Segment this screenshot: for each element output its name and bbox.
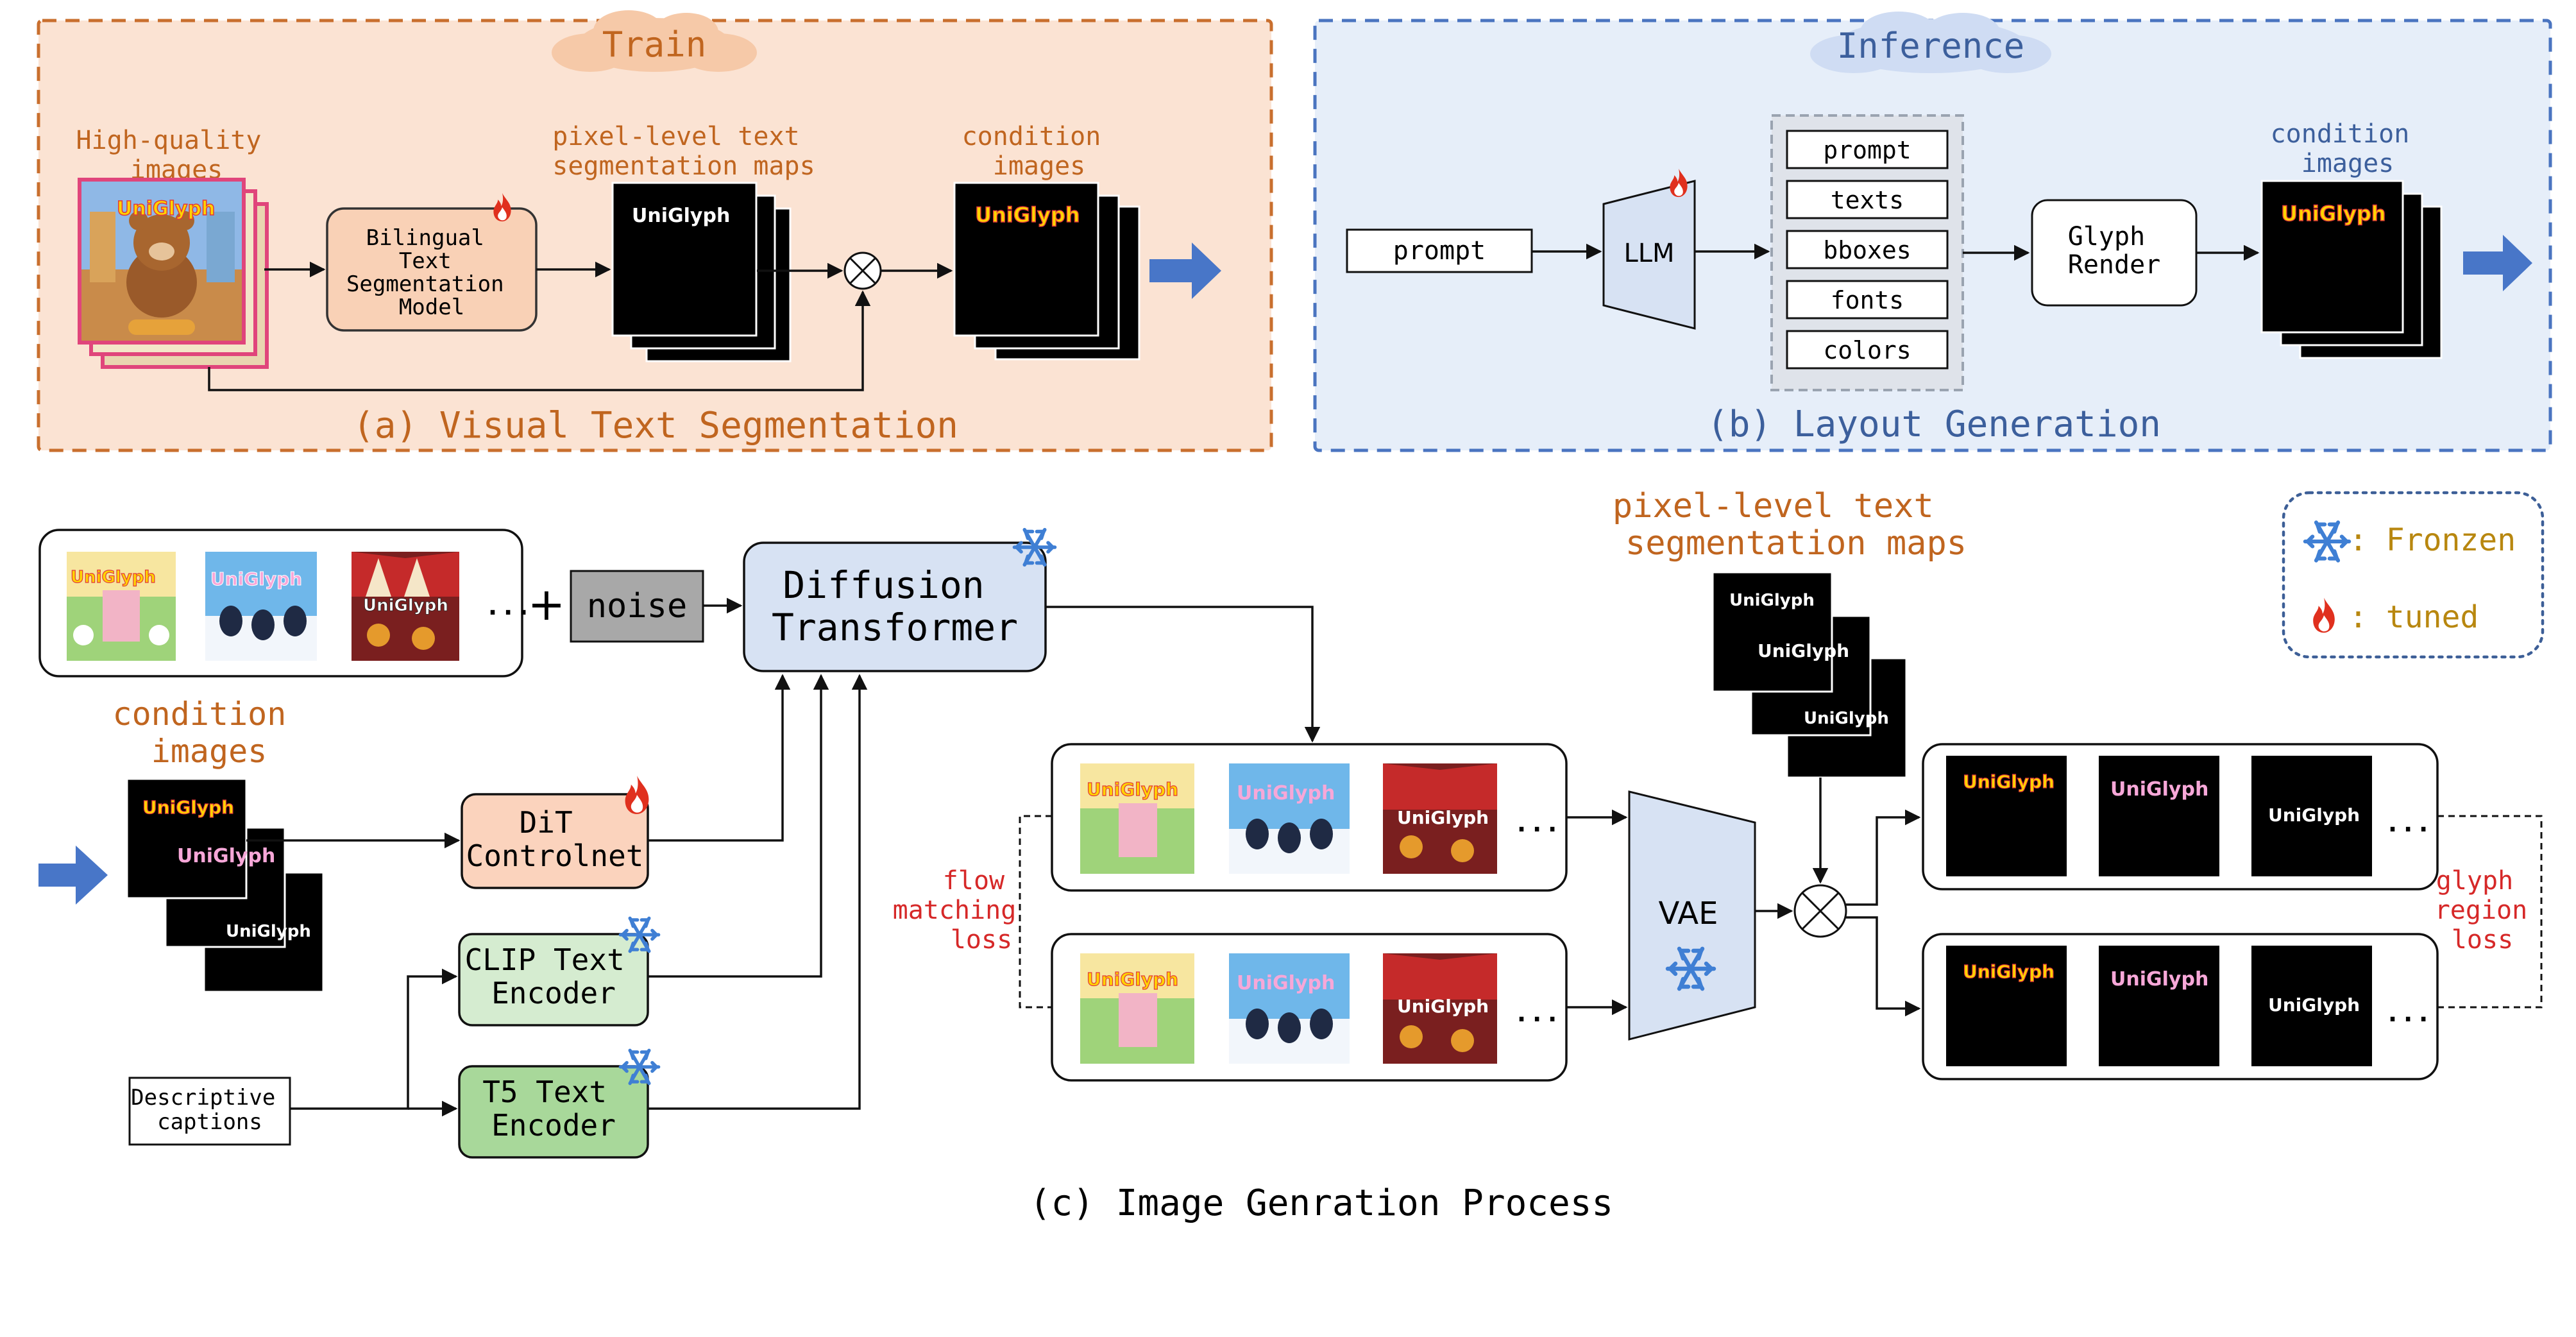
sample-thumb-word: UniGlyph [210, 568, 302, 590]
pred-thumb-cake: UniGlyph [1080, 763, 1194, 874]
panel-b-caption: (b) Layout Generation [1707, 404, 2161, 445]
glyph-top-word-3: UniGlyph [2268, 805, 2360, 826]
diffusion-transformer-label: Diffusion Transformer [772, 563, 1018, 649]
condition-image-stack-c: UniGlyph UniGlyph UniGlyph [126, 778, 325, 993]
t5-encoder-label: T5 Text Encoder [482, 1075, 625, 1143]
condition-logo-b: UniGlyph [2281, 201, 2386, 226]
legend-frozen: : Fronzen [2349, 522, 2516, 558]
noise-text: noise [587, 587, 688, 626]
panel-layout-generation: Inference prompt LLM prompt texts bboxes… [1313, 12, 2552, 452]
inference-output-arrow [2463, 235, 2532, 291]
glyph-bottom-word-1: UniGlyph [1963, 961, 2055, 982]
layout-item: prompt [1823, 136, 1911, 164]
noise-box [570, 570, 704, 643]
vae-text: VAE [1659, 896, 1718, 932]
target-thumb-cake: UniGlyph [1080, 953, 1194, 1064]
input-images-label: High-quality images [76, 126, 276, 185]
vae-block [1628, 790, 1756, 1041]
flow-loss-label: flow matching loss [893, 866, 1032, 955]
dit-controlnet-label: DiT Controlnet [466, 805, 644, 873]
glyph-top-ellipsis: ... [2385, 808, 2431, 838]
maps-label-a: pixel-level text segmentation maps [552, 122, 815, 181]
layout-items: prompt texts bboxes fonts colors [1786, 130, 1949, 370]
pred-thumb-word: UniGlyph [1237, 782, 1335, 805]
condition-logo-c2: UniGlyph [177, 845, 275, 867]
controlnet-tuned-flame-icon [625, 776, 649, 814]
maps-label-c: pixel-level text segmentation maps [1613, 487, 1967, 563]
glyph-top-word-1: UniGlyph [1963, 771, 2055, 792]
plus-sign: + [528, 578, 566, 631]
condition-images-label-c: condition images [112, 695, 305, 770]
condition-images-label-a: condition images [962, 122, 1117, 181]
target-bottom-ellipsis: ... [1514, 998, 1560, 1028]
glyph-bottom-word-2: UniGlyph [2110, 968, 2208, 991]
train-cloud [552, 10, 757, 72]
flow-loss-bracket [1019, 815, 1052, 1009]
sample-thumb-cake: UniGlyph [67, 552, 176, 661]
panel-a-caption: (a) Visual Text Segmentation [353, 405, 958, 447]
map-word-c3: UniGlyph [1804, 709, 1889, 728]
target-thumb-word: UniGlyph [1087, 969, 1178, 990]
pred-thumb-penguins: UniGlyph [1229, 763, 1350, 874]
condition-input-arrow [38, 846, 108, 905]
target-thumb-word: UniGlyph [1237, 972, 1335, 994]
segmentation-map-stack-c: UniGlyph UniGlyph UniGlyph [1711, 571, 1908, 779]
sample-thumb-word: UniGlyph [363, 596, 448, 615]
condition-logo-c1: UniGlyph [142, 797, 234, 818]
layout-item: bboxes [1823, 236, 1911, 264]
input-image-stack: UniGlyph [78, 178, 269, 369]
segmentation-map-word: UniGlyph [632, 205, 730, 227]
glyph-bottom-word-3: UniGlyph [2268, 994, 2360, 1016]
panel-image-generation: UniGlyph UniGlyph UniGlyph ... + noise D… [38, 487, 2543, 1224]
t5-encoder-box [458, 1065, 649, 1159]
glyph-top-word-2: UniGlyph [2110, 778, 2208, 801]
inference-cloud [1810, 12, 2051, 73]
condition-image-stack-a: UniGlyph [953, 182, 1140, 361]
glyph-render-label: Glyph Render [2068, 222, 2161, 280]
pred-thumb-circus: UniGlyph [1383, 763, 1497, 874]
llm-block [1602, 180, 1696, 330]
panel-c-caption: (c) Image Genration Process [1030, 1182, 1613, 1224]
prompt-text: prompt [1393, 236, 1486, 266]
target-thumb-circus: UniGlyph [1383, 953, 1497, 1064]
train-header: Train [602, 24, 707, 65]
clip-encoder-box [458, 933, 649, 1026]
inference-header: Inference [1837, 26, 2025, 66]
map-word-c1: UniGlyph [1729, 591, 1815, 610]
legend-tuned: : tuned [2349, 599, 2479, 635]
panel-visual-text-segmentation: Train High-quality images UniGlyph [37, 10, 1273, 452]
condition-logo-a: UniGlyph [975, 203, 1080, 227]
sample-thumb-word: UniGlyph [71, 568, 156, 587]
glyph-loss-label: glyph region loss [2435, 866, 2543, 955]
layout-item: colors [1823, 336, 1911, 364]
legend: : Fronzen : tuned [2282, 491, 2545, 659]
condition-image-stack-b: UniGlyph [2260, 180, 2443, 359]
captions-label: Descriptive captions [131, 1085, 289, 1135]
segmentation-model-label: Bilingual Text Segmentation Model [346, 225, 517, 320]
target-thumb-word: UniGlyph [1397, 996, 1489, 1017]
clip-encoder-label: CLIP Text Encoder [465, 942, 643, 1010]
legend-frame [2282, 491, 2545, 659]
llm-text: LLM [1623, 239, 1674, 268]
sample-thumb-penguins: UniGlyph [205, 552, 317, 661]
sample-ellipsis: ... [485, 592, 531, 621]
captions-box [128, 1077, 291, 1146]
input-logo: UniGlyph [117, 198, 215, 220]
condition-logo-c3: UniGlyph [226, 922, 311, 941]
layout-item: texts [1831, 186, 1904, 214]
train-output-arrow [1149, 243, 1221, 299]
pred-thumb-word: UniGlyph [1087, 779, 1178, 800]
condition-images-label-b: condition images [2271, 119, 2425, 178]
pred-top-ellipsis: ... [1514, 808, 1560, 838]
map-word-c2: UniGlyph [1758, 640, 1849, 661]
prompt-box [1346, 228, 1533, 273]
segmentation-map-stack-a: UniGlyph [611, 182, 792, 362]
sample-thumb-circus: UniGlyph [352, 552, 459, 661]
glyph-bottom-ellipsis: ... [2385, 998, 2431, 1028]
target-thumb-penguins: UniGlyph [1229, 953, 1350, 1064]
pred-thumb-word: UniGlyph [1397, 807, 1489, 828]
glyph-loss-bracket [2437, 815, 2543, 1009]
layout-item: fonts [1831, 286, 1904, 314]
